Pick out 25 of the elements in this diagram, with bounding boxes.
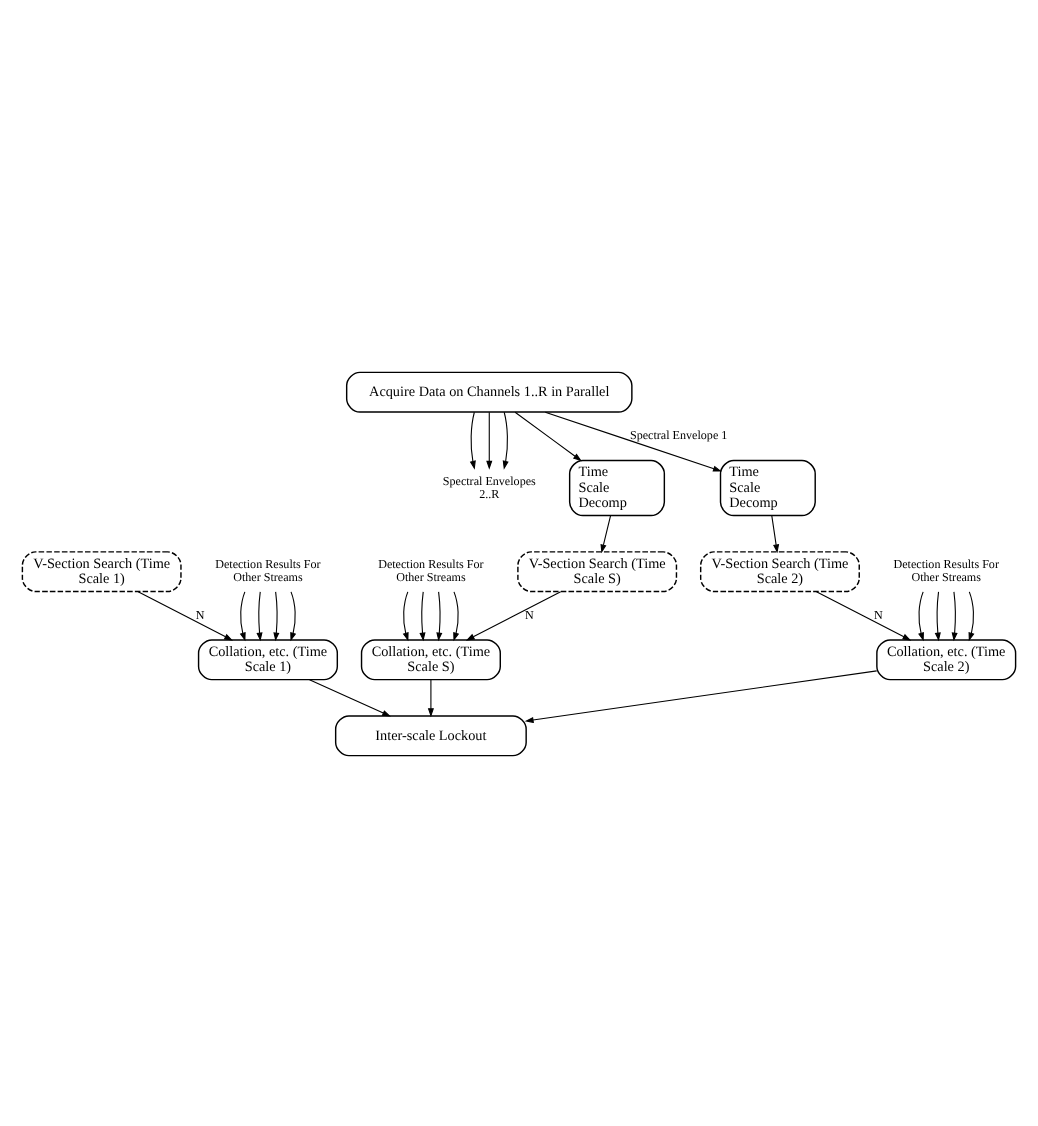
arrow (308, 678, 391, 716)
arrow (402, 590, 409, 641)
arrow (427, 678, 434, 717)
arrow (771, 514, 780, 553)
arrow (465, 590, 562, 640)
arrow (544, 410, 722, 471)
arrow (469, 410, 476, 469)
arrow (968, 590, 975, 641)
arrow (273, 590, 280, 641)
arrow (514, 410, 582, 461)
arrow (436, 590, 443, 641)
arrow (256, 590, 263, 641)
arrow (419, 590, 426, 641)
arrow (600, 514, 612, 553)
arrow (815, 590, 912, 640)
arrow (239, 590, 246, 641)
arrow (453, 590, 460, 641)
arrow (502, 410, 509, 469)
arrow (918, 590, 924, 641)
arrow (524, 669, 878, 723)
arrow (137, 590, 233, 640)
arrow (934, 590, 941, 641)
arrow (290, 590, 297, 641)
arrow (951, 590, 958, 641)
arrow (486, 410, 493, 469)
